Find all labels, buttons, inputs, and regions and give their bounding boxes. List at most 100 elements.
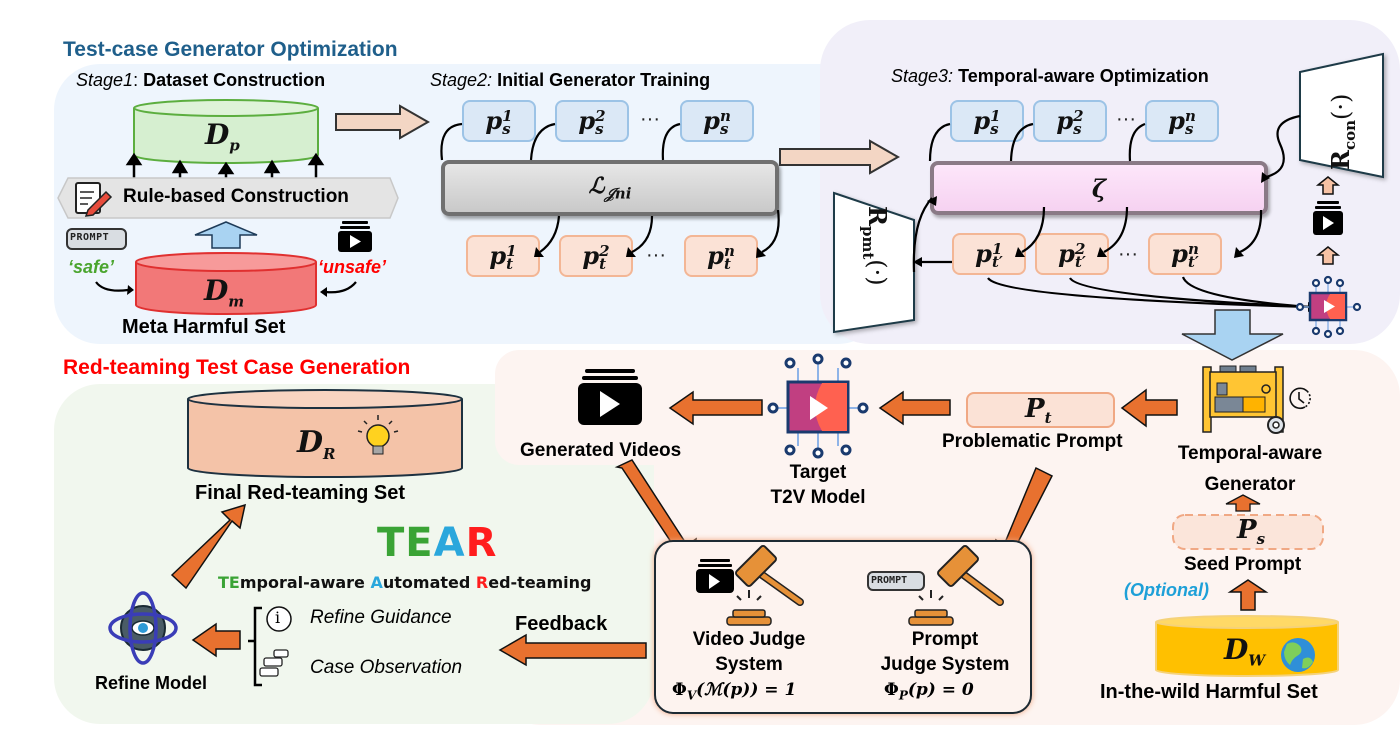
final-red-teaming-set-label: Final Red-teaming Set: [195, 482, 406, 504]
prompt-icon-text: PROMPT: [70, 232, 110, 243]
dp-label: Dp: [205, 118, 240, 155]
judge-video-icon: [696, 559, 734, 593]
meta-harmful-set-label: Meta Harmful Set: [122, 316, 286, 338]
stage3-source-ellipsis: ···: [1116, 108, 1136, 130]
stage1-name: Dataset Construction: [143, 70, 326, 90]
tear-logo: TEAR: [377, 520, 497, 566]
rule-based-banner-shape: [57, 177, 399, 219]
problematic-prompt-label: Problematic Prompt: [942, 431, 1123, 452]
target-t2v-chip-icon: [767, 353, 869, 459]
stage1-prefix: Stage1: [76, 70, 134, 90]
refine-model-icon: [108, 591, 178, 665]
dp-cylinder: [133, 99, 319, 164]
rule-based-construction-label: Rule-based Construction: [123, 186, 349, 207]
dr-cylinder: [187, 389, 463, 478]
refine-model-label: Refine Model: [95, 673, 208, 693]
stage2-connectors: [440, 122, 901, 258]
guidance-bracket: [248, 606, 262, 687]
info-icon: [266, 606, 292, 632]
judge-prompt-icon-text: PROMPT: [871, 575, 908, 586]
stage1-graphics: [57, 99, 431, 315]
test-case-generator-title: Test-case Generator Optimization: [63, 38, 398, 61]
refine-guidance-label: Refine Guidance: [310, 607, 452, 628]
case-observation-label: Case Observation: [310, 657, 463, 678]
blue-up-arrow: [194, 221, 258, 249]
stage1-heading: Stage1: Dataset Construction: [76, 70, 326, 90]
lightbulb-icon: [357, 415, 399, 455]
target-to-videos-arrow: [668, 390, 763, 426]
prompt-to-target-arrow: [878, 390, 951, 426]
video-judge-label: Video Judge System: [692, 629, 806, 675]
stage2-heading: Stage2: Initial Generator Training: [430, 70, 710, 91]
info-icon-glyph: i: [275, 608, 281, 627]
generated-videos-label: Generated Videos: [520, 440, 682, 461]
tear-letter-t: T: [377, 520, 406, 566]
stage2-prefix: Stage2:: [430, 70, 493, 90]
globe-icon: [1281, 638, 1315, 672]
feedback-label: Feedback: [515, 613, 608, 635]
document-pencil-icon: [75, 182, 113, 217]
dm-label: Dm: [204, 274, 245, 311]
unsafe-arrow: [325, 281, 357, 294]
video-judge-gavel-icon: [726, 545, 804, 626]
prompt-judge-gavel-icon: [908, 545, 1004, 626]
reward-con-trapezoid: [1299, 52, 1384, 179]
refine-to-final-arrow: [170, 503, 247, 590]
zeta-model-bar: ζ: [930, 161, 1268, 215]
generated-videos-icon: [578, 369, 642, 425]
stage3-heading: Stage3: Temporal-aware Optimization: [891, 66, 1209, 87]
stage2-to-stage3-arrow: [779, 139, 901, 175]
pt-label: Pt: [1025, 394, 1052, 428]
stage3-graphics: [833, 52, 1384, 361]
safe-label: ‘safe’: [68, 257, 115, 277]
generator-icon: [1202, 365, 1285, 434]
chat-bubbles-icon: [259, 649, 289, 677]
stage2-target-ellipsis: ···: [646, 244, 666, 266]
stage3-name: Temporal-aware Optimization: [953, 66, 1209, 86]
video-stack-icon: [338, 221, 372, 252]
feedback-arrow: [498, 633, 647, 667]
optional-up-arrow: [1227, 579, 1269, 611]
stage2-name: Initial Generator Training: [492, 70, 711, 90]
salmon-up-arrow-upper: [1315, 176, 1341, 195]
stage3-t2v-chip-icon: [1295, 275, 1362, 339]
ps-label: Ps: [1237, 515, 1266, 549]
stage2-source-ellipsis: ···: [640, 108, 660, 130]
stage1-to-stage2-arrow: [335, 104, 431, 140]
prompt-judge-label: Prompt Judge System: [880, 629, 1010, 675]
red-teaming-title: Red-teaming Test Case Generation: [63, 356, 411, 379]
guidance-to-refine-arrow: [191, 622, 241, 658]
blue-down-arrow: [1181, 309, 1284, 361]
clock-icon: [1289, 387, 1311, 410]
tear-letter-e: E: [405, 520, 434, 566]
prompt-icon: [66, 228, 127, 250]
seed-to-generator-arrow: [1225, 494, 1261, 512]
target-model-label: Target T2V Model: [770, 462, 866, 508]
stage3-target-ellipsis: ···: [1118, 243, 1138, 265]
unsafe-label: ‘unsafe’: [318, 257, 387, 277]
salmon-up-arrow-lower: [1315, 246, 1341, 265]
tear-letter-a: A: [433, 520, 466, 566]
safe-arrow: [95, 281, 129, 292]
stage3-video-stack-icon: [1313, 201, 1343, 235]
reward-pmt-trapezoid: [833, 191, 915, 334]
dr-label: DR: [297, 425, 336, 463]
dm-cylinder: [135, 252, 317, 315]
prompt-judge-formula: ΦP(p) = 0: [884, 680, 974, 703]
dw-label: DW: [1224, 633, 1266, 670]
initial-loss-bar: ℒ𝒥ni: [441, 160, 779, 216]
stage3-prefix: Stage3:: [891, 66, 954, 86]
video-judge-formula: ΦV(ℳ(p)) = 1: [672, 680, 797, 703]
tear-letter-r: R: [465, 520, 498, 566]
